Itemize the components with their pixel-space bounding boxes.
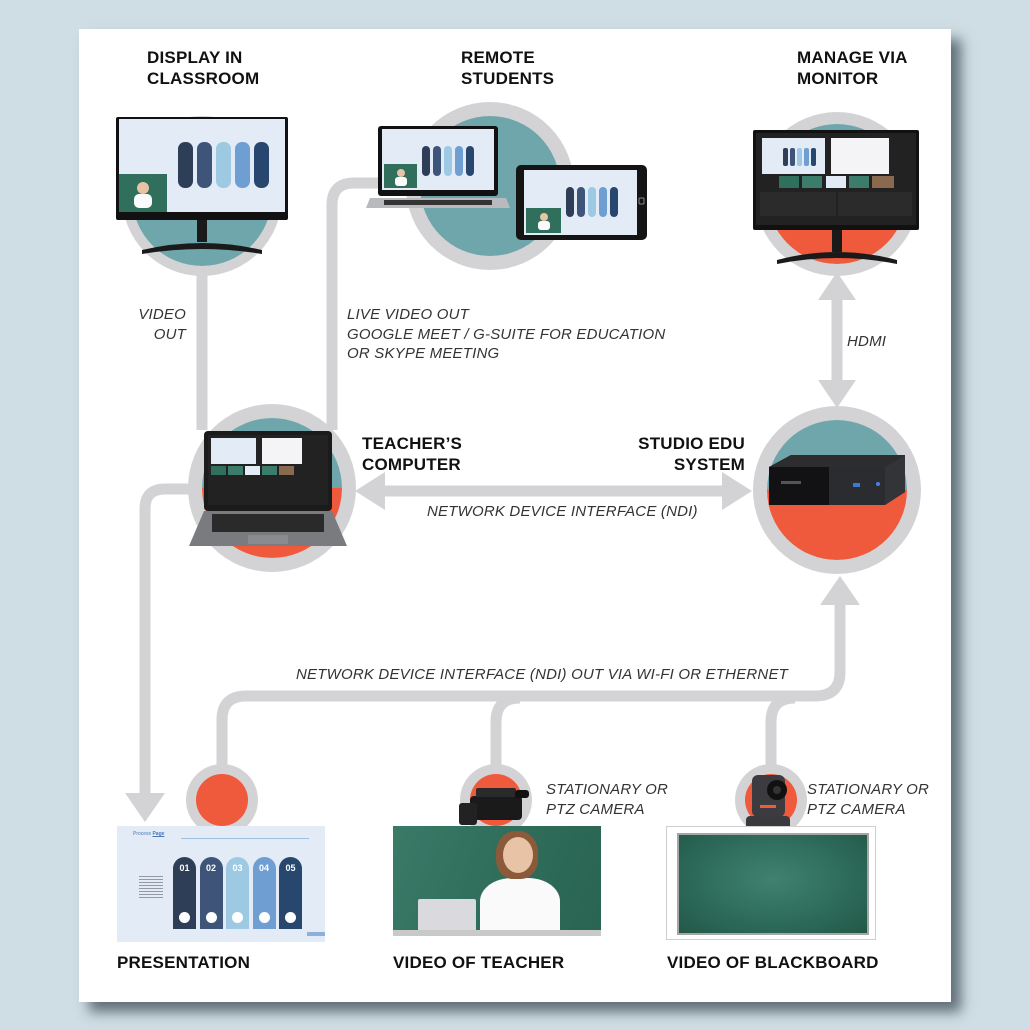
slide-step-number: 05 [285, 863, 296, 873]
teacher-camera-label: STATIONARY OR PTZ CAMERA [546, 781, 669, 818]
slide-body-text [139, 876, 163, 898]
studio-edu-title: STUDIO EDU SYSTEM [638, 434, 745, 474]
ndi-out-bus [216, 600, 846, 775]
manage-monitor-title: MANAGE VIA MONITOR [797, 48, 908, 88]
slide-step-number: 03 [232, 863, 243, 873]
presentation-slide: Process Page 01 02 03 04 05 [117, 826, 325, 942]
slide-step-number: 01 [179, 863, 190, 873]
video-out-label: VIDEO OUT [138, 306, 186, 343]
studio-mini-pc-icon [769, 455, 905, 505]
presentation-source-circle [186, 764, 258, 836]
slide-step-01: 01 [173, 857, 196, 929]
remote-tablet-icon [516, 165, 647, 240]
slide-step-number: 02 [205, 863, 216, 873]
ndi-out-arrow-up [820, 576, 860, 605]
blackboard-surface [677, 833, 869, 935]
hdmi-arrow-up [818, 272, 856, 300]
live-video-connector [326, 177, 420, 430]
slide-step-04: 04 [252, 857, 276, 929]
board-ledge [393, 930, 601, 936]
ndi-arrow-left [355, 472, 385, 510]
ndi-arrow-right [722, 472, 752, 510]
blackboard-camera-connector [765, 692, 796, 775]
slide-footer-mark [307, 932, 325, 936]
slide-step-number: 04 [258, 863, 269, 873]
display-classroom-title: DISPLAY IN CLASSROOM [147, 48, 260, 88]
teacher-video-frame [393, 826, 601, 936]
hdmi-label: HDMI [847, 333, 887, 350]
blackboard-camera-label: STATIONARY OR PTZ CAMERA [807, 781, 930, 818]
teacher-camera-connector [490, 692, 521, 775]
classroom-monitor-icon [116, 117, 288, 254]
slide-step-icon [258, 912, 270, 923]
slide-title: Process Page [133, 831, 165, 837]
camcorder-icon [459, 788, 529, 825]
teacher-figure [480, 878, 560, 936]
laptop-in-video [418, 899, 476, 936]
remote-laptop-icon [366, 126, 510, 208]
ptz-camera-icon [746, 775, 790, 830]
presentation-title: PRESENTATION [117, 953, 251, 972]
video-teacher-title: VIDEO OF TEACHER [393, 953, 565, 972]
hdmi-arrow-down [818, 380, 856, 408]
ndi-label: NETWORK DEVICE INTERFACE (NDI) [427, 503, 698, 520]
slide-step-02: 02 [199, 857, 223, 929]
live-video-out-label: LIVE VIDEO OUT GOOGLE MEET / G-SUITE FOR… [347, 306, 666, 362]
slide-step-03: 03 [226, 857, 249, 929]
manage-monitor-icon [753, 130, 919, 264]
slide-step-icon [285, 912, 296, 923]
slide-step-icon [205, 912, 217, 923]
slide-step-icon [179, 912, 190, 923]
teacher-face [503, 837, 533, 873]
teacher-laptop-icon [189, 431, 347, 546]
blackboard-video-frame [666, 826, 876, 940]
teacher-computer-title: TEACHER’S COMPUTER [362, 434, 463, 474]
slide-step-icon [232, 912, 243, 923]
presentation-connector [139, 483, 205, 795]
remote-students-title: REMOTE STUDENTS [461, 48, 555, 88]
slide-steps [178, 142, 269, 188]
ndi-out-label: NETWORK DEVICE INTERFACE (NDI) OUT VIA W… [296, 666, 789, 683]
presentation-arrow-down [125, 793, 165, 822]
slide-step-05: 05 [279, 857, 302, 929]
slide-title-rule [181, 838, 309, 839]
video-blackboard-title: VIDEO OF BLACKBOARD [667, 953, 879, 972]
